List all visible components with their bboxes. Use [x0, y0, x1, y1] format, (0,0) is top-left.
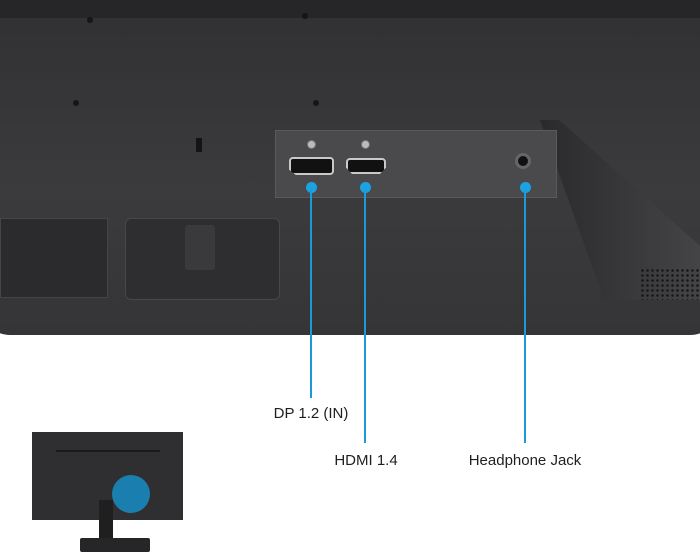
- rear-recess: [0, 218, 108, 298]
- screw-hole: [87, 17, 93, 23]
- screw-icon: [361, 140, 370, 149]
- thumbnail-highlight: [112, 475, 150, 513]
- screw-hole: [302, 13, 308, 19]
- label-dp: DP 1.2 (IN): [273, 405, 349, 422]
- screw-icon: [307, 140, 316, 149]
- headphone-jack-port: [515, 153, 531, 169]
- screw-hole: [73, 100, 79, 106]
- callout-line: [310, 190, 312, 398]
- lock-slot: [196, 138, 202, 152]
- label-headphone: Headphone Jack: [468, 452, 582, 469]
- thumbnail-base: [80, 538, 150, 552]
- label-hdmi: HDMI 1.4: [334, 452, 398, 469]
- screw-hole: [313, 100, 319, 106]
- displayport-port: [289, 157, 334, 175]
- callout-line: [524, 190, 526, 443]
- hdmi-port: [346, 158, 386, 174]
- callout-dot: [360, 182, 371, 193]
- stand-hinge: [185, 225, 215, 270]
- callout-line: [364, 190, 366, 443]
- speaker-grille: [640, 268, 700, 300]
- io-port-panel: [275, 130, 557, 198]
- thumbnail-stand: [99, 500, 113, 540]
- callout-dot: [520, 182, 531, 193]
- thumbnail-vent: [56, 450, 160, 452]
- callout-dot: [306, 182, 317, 193]
- monitor-top-edge: [0, 0, 700, 18]
